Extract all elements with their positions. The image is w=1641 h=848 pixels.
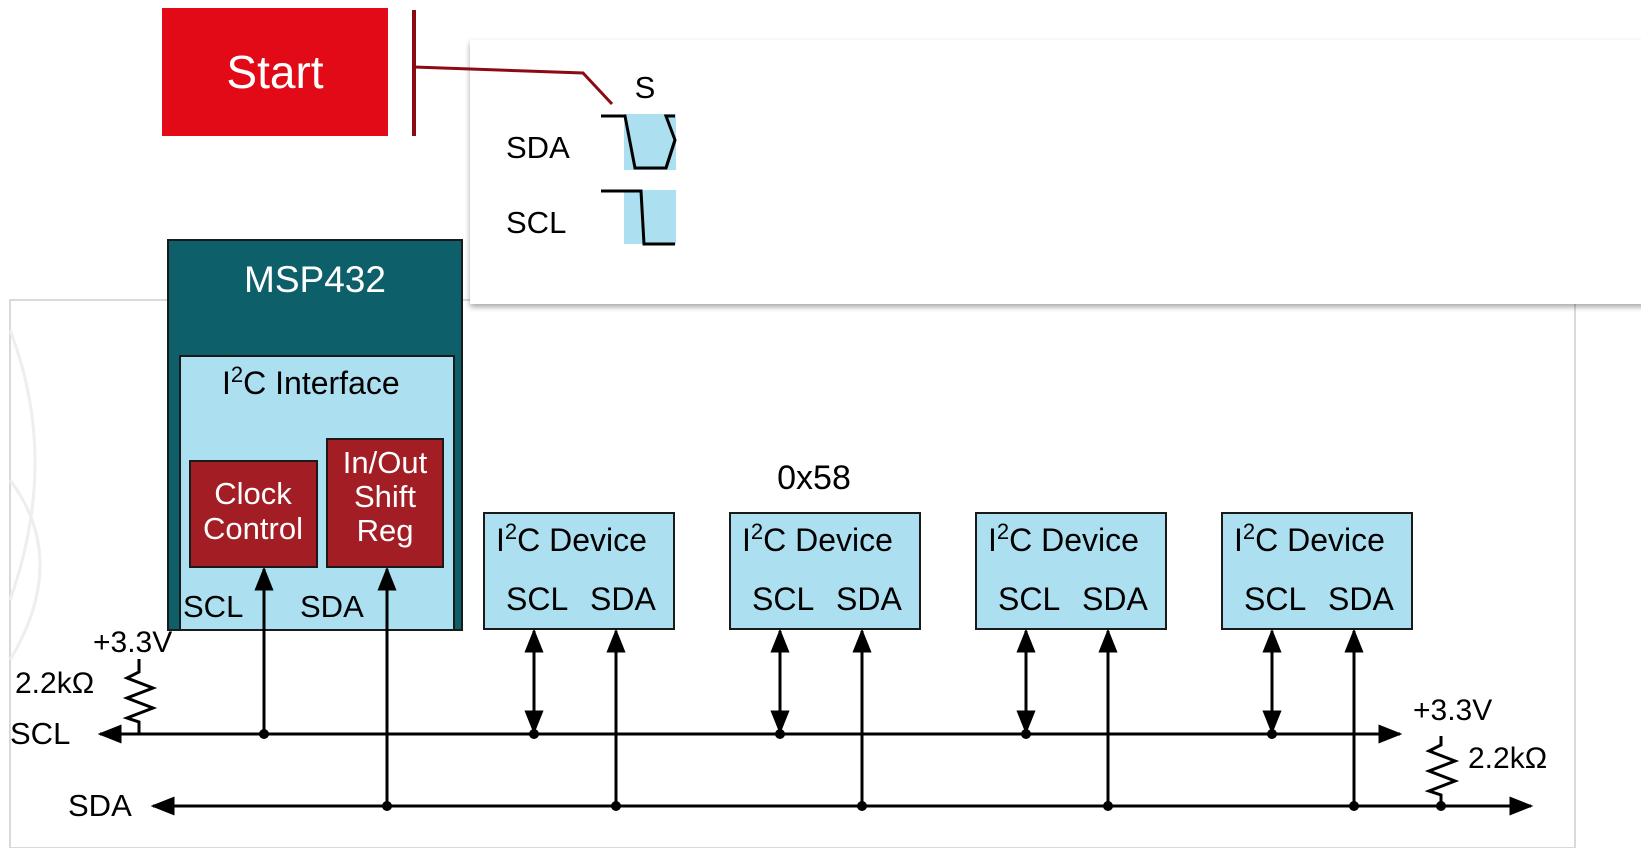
bus-scl-label: SCL (10, 716, 70, 751)
shift-reg-label-1: In/Out (343, 445, 428, 480)
start-leader-line (413, 65, 614, 106)
device-title: I2C Device (496, 519, 647, 558)
shift-reg-label-2: Shift (354, 479, 416, 514)
mcu-junctions (259, 729, 392, 811)
device-body (975, 512, 1167, 630)
timing-panel: S SDA SCL (470, 40, 1641, 304)
device-pin-sda: SDA (1082, 581, 1148, 617)
i2c-interface-title: I2C Interface (222, 362, 400, 401)
timing-sda-cross (664, 139, 677, 169)
device-pin-sda: SDA (590, 581, 656, 617)
pullup-right-voltage: +3.3V (1413, 694, 1492, 727)
device-pin-sda: SDA (1328, 581, 1394, 617)
device-pin-scl: SCL (506, 581, 568, 617)
device-body (729, 512, 921, 630)
timing-highlight-scl (624, 190, 676, 244)
clock-control-label-1: Clock (214, 476, 292, 511)
device-title: I2C Device (988, 519, 1139, 558)
start-callout: Start (162, 8, 614, 136)
timing-scl-label: SCL (506, 205, 566, 240)
timing-panel-bg (470, 40, 1641, 304)
device-pin-scl: SCL (1244, 581, 1306, 617)
shift-reg-label-3: Reg (357, 513, 414, 548)
clock-control-block (189, 460, 318, 568)
device-title: I2C Device (1234, 519, 1385, 558)
start-button-label: Start (226, 46, 323, 98)
pullup-resistor-left: +3.3V 2.2kΩ (15, 626, 172, 734)
device-pin-scl: SCL (752, 581, 814, 617)
start-button[interactable] (162, 8, 388, 136)
device-address-label: 0x58 (777, 459, 851, 497)
mcu-pin-scl: SCL (183, 589, 243, 624)
mcu-block: MSP432 I2C Interface Clock Control In/Ou… (167, 239, 463, 631)
device-body (483, 512, 675, 630)
device-pin-sda: SDA (836, 581, 902, 617)
watermark-arcs (8, 329, 42, 661)
device-pin-scl: SCL (998, 581, 1060, 617)
timing-sda-label: SDA (506, 130, 570, 165)
pullup-left-voltage: +3.3V (93, 626, 172, 659)
timing-scl-waveform (601, 189, 675, 246)
clock-control-label-2: Control (203, 511, 303, 546)
pullup-resistor-right: +3.3V 2.2kΩ (1413, 694, 1547, 811)
bus-sda-label: SDA (68, 788, 132, 823)
device-body (1221, 512, 1413, 630)
mcu-pin-sda: SDA (300, 589, 364, 624)
shift-reg-block (326, 438, 444, 568)
pullup-left-resistance: 2.2kΩ (15, 667, 94, 700)
timing-start-marker: S (635, 70, 656, 105)
device-title: I2C Device (742, 519, 893, 558)
mcu-name: MSP432 (244, 259, 386, 300)
pullup-right-resistance: 2.2kΩ (1468, 742, 1547, 775)
